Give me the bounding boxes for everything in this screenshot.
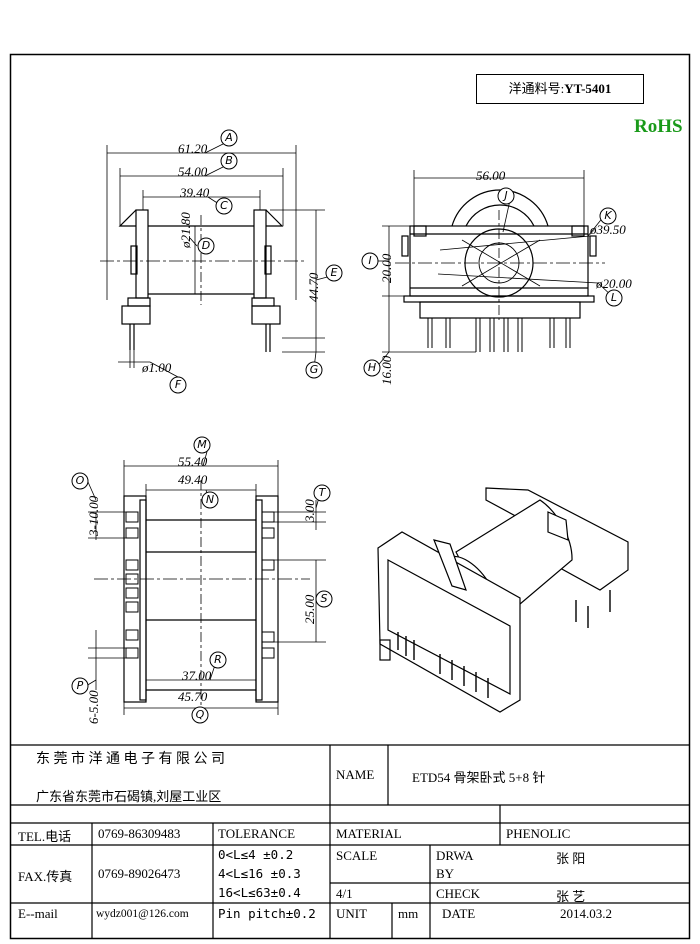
isometric-view [377,487,629,713]
callout-K: K [604,209,612,222]
drawn-value: 张 阳 [556,851,586,866]
bottom-view [94,480,310,715]
email-value: wydz001@126.com [96,908,189,920]
callout-B: B [225,154,233,167]
callout-C: C [220,199,228,212]
dim-J: 56.00 [476,168,506,183]
dim-A: 61.20 [178,141,208,156]
tolerance-row-1: 0<L≤4 ±0.2 [218,847,294,862]
title-block-grid [10,744,690,938]
unit-value: mm [398,906,419,921]
name-value: ETD54 骨架卧式 5+8 针 [412,770,546,785]
dim-Q: 45.70 [178,689,208,704]
bottom-view-dims [85,447,326,715]
check-label: CHECK [436,886,481,901]
drawn-label-2: BY [436,866,455,881]
tolerance-row-4: Pin pitch±0.2 [218,906,316,921]
tolerance-row-3: 16<L≤63±0.4 [218,885,301,900]
tolerance-row-2: 4<L≤16 ±0.3 [218,866,301,881]
dim-C: 39.40 [180,185,210,200]
part-number-value: YT-5401 [564,81,612,96]
callout-M: M [197,438,207,451]
tolerance-label: TOLERANCE [218,826,296,841]
callout-A: A [225,131,233,144]
tel-label: TEL.电话 [18,829,72,844]
callout-T: T [318,486,326,499]
callout-N: N [205,493,215,506]
callout-L: L [610,291,618,304]
callout-G: G [309,363,319,376]
tel-value: 0769-86309483 [98,826,181,841]
fax-value: 0769-89026473 [98,866,181,881]
drawing-frame [9,53,691,940]
front-view-dims [106,142,336,378]
drawn-label-1: DRWA [436,848,474,863]
material-label: MATERIAL [336,826,402,841]
side-view-dims [375,170,615,369]
rohs-mark: RoHS [634,116,683,137]
email-label: E--mail [18,906,58,921]
check-value: 张 艺 [556,889,586,904]
callout-J: J [504,189,508,202]
dim-R: 37.00 [182,668,212,683]
scale-value: 4/1 [336,886,353,901]
scale-label: SCALE [336,848,378,863]
date-value: 2014.03.2 [560,906,612,921]
date-label: DATE [442,906,476,921]
callout-Q: Q [195,708,205,721]
callout-S: S [320,592,328,605]
callout-E: E [330,266,338,279]
dim-F: ø1.00 [142,360,172,375]
dim-M: 55.40 [178,454,208,469]
callout-P: P [76,679,84,692]
name-label: NAME [336,767,375,782]
dim-N: 49.40 [178,472,208,487]
unit-label: UNIT [336,906,368,921]
part-number-label: 洋通料号: [508,81,565,96]
dim-K: ø39.50 [590,222,626,237]
callout-D: D [201,239,211,252]
fax-label: FAX.传真 [18,869,73,884]
callout-R: R [214,653,222,666]
callout-F: F [174,378,182,391]
callout-I: I [368,254,372,267]
callout-H: H [367,361,377,374]
company-name: 东 莞 市 洋 通 电 子 有 限 公 司 [36,752,225,767]
material-value: PHENOLIC [506,826,571,841]
dim-L: ø20.00 [596,276,632,291]
company-address: 广东省东莞市石碣镇,刘屋工业区 [36,789,222,804]
part-number-box: 洋通料号:YT-5401 [476,74,644,104]
dim-B: 54.00 [178,164,208,179]
callout-O: O [75,474,85,487]
side-view [395,189,605,352]
